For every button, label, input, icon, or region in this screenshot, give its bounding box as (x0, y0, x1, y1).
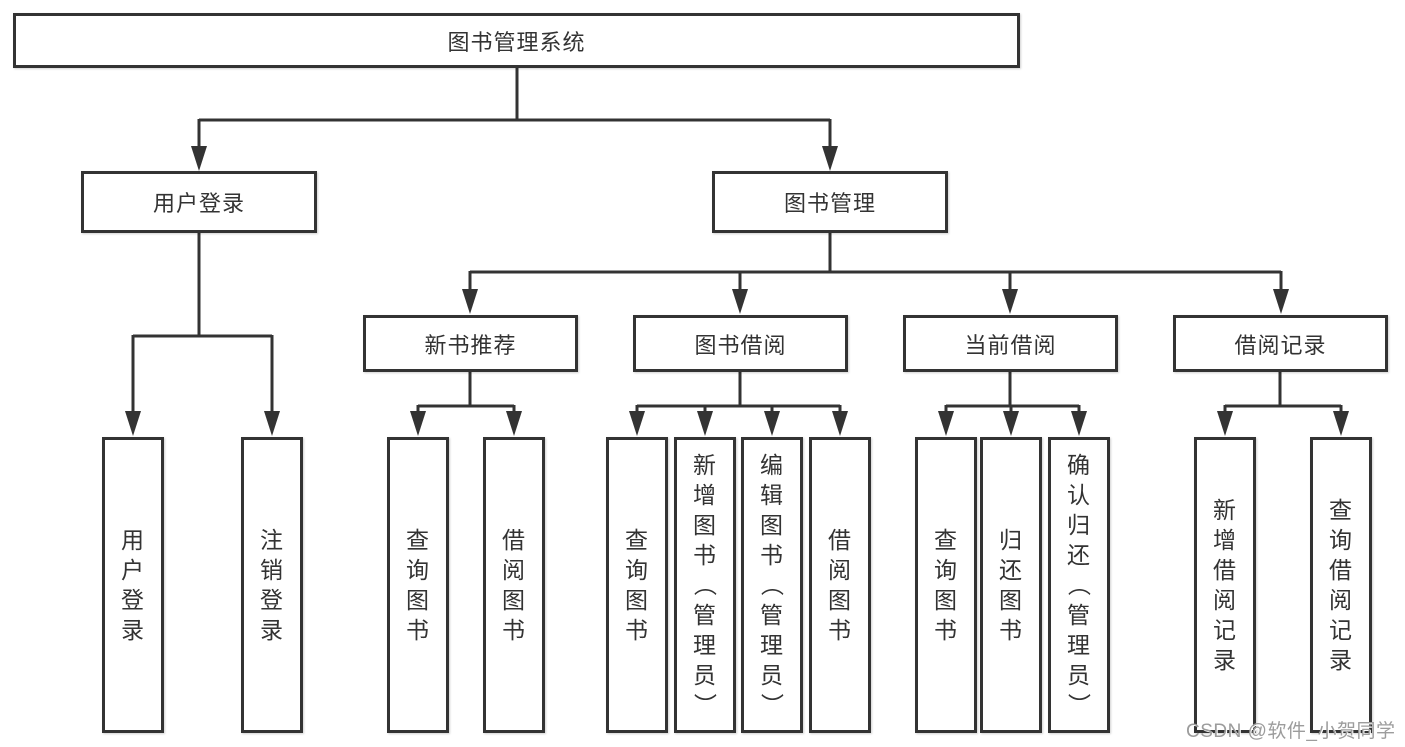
node-book-borrowing: 图书借阅 (633, 315, 848, 372)
leaf-logout-login: 注销登录 (241, 437, 303, 733)
csdn-watermark: CSDN @软件_小贺同学 (1186, 721, 1396, 742)
leaf-add-borrow-record: 新增借阅记录 (1194, 437, 1256, 733)
leaf-query-books-borrow: 查询图书 (606, 437, 668, 733)
leaf-query-books-recommend: 查询图书 (387, 437, 449, 733)
node-user-login: 用户登录 (81, 171, 317, 233)
leaf-borrow-books: 借阅图书 (809, 437, 871, 733)
leaf-query-books-current: 查询图书 (915, 437, 977, 733)
leaf-query-borrow-record: 查询借阅记录 (1310, 437, 1372, 733)
node-library-management-system: 图书管理系统 (13, 13, 1020, 68)
node-book-management: 图书管理 (712, 171, 948, 233)
node-new-book-recommendation: 新书推荐 (363, 315, 578, 372)
leaf-edit-books-admin: 编辑图书（管理员） (741, 437, 803, 733)
leaf-confirm-return-admin: 确认归还（管理员） (1048, 437, 1110, 733)
leaf-return-books: 归还图书 (980, 437, 1042, 733)
leaf-add-books-admin: 新增图书（管理员） (674, 437, 736, 733)
node-borrowing-records: 借阅记录 (1173, 315, 1388, 372)
leaf-user-login: 用户登录 (102, 437, 164, 733)
leaf-borrow-books-recommend: 借阅图书 (483, 437, 545, 733)
node-current-borrowing: 当前借阅 (903, 315, 1118, 372)
